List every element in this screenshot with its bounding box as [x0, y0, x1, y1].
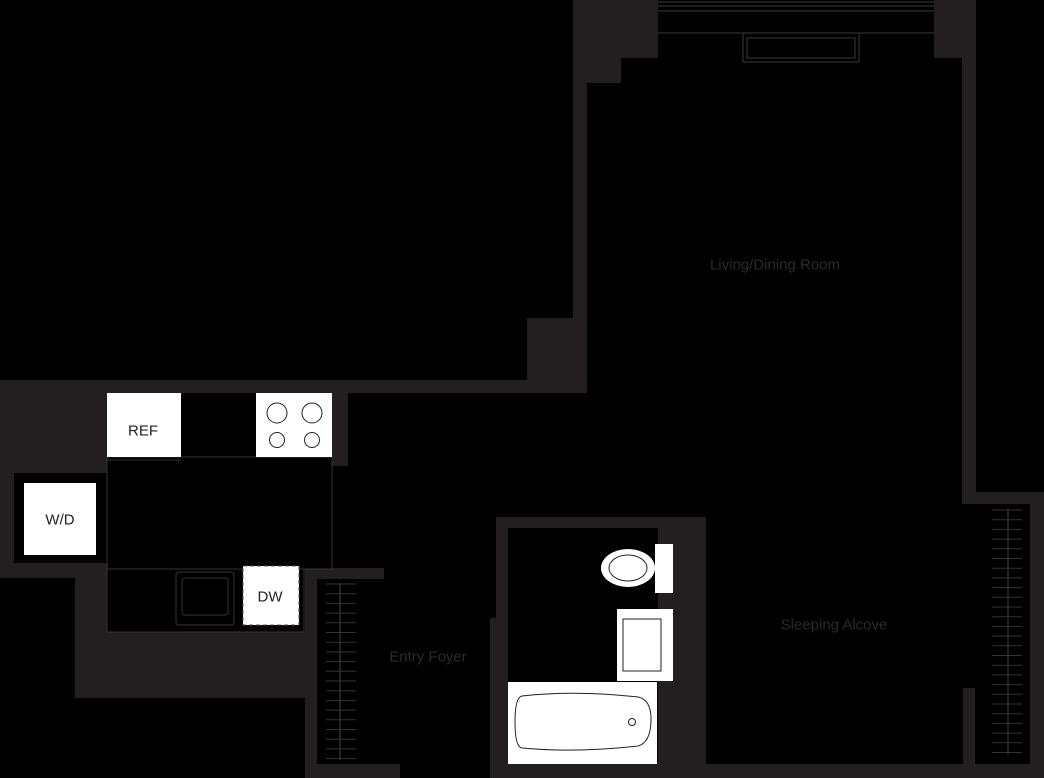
washer-dryer: [24, 483, 96, 555]
room-label-foyer: Entry Foyer: [389, 648, 467, 666]
refrigerator: [107, 393, 181, 457]
room-label-living: Living/Dining Room: [709, 256, 841, 274]
sink-vanity: [617, 609, 673, 681]
burner-icons: [266, 402, 323, 448]
window: [658, 1, 934, 63]
stove: [256, 393, 332, 457]
wd-label: W/D: [45, 511, 75, 529]
ref-label: REF: [128, 422, 158, 440]
room-label-sleeping: Sleeping Alcove: [780, 616, 888, 634]
sink: [175, 571, 235, 626]
bathtub: [508, 682, 657, 764]
bathroom: [508, 544, 673, 764]
kitchen: [24, 393, 333, 633]
dw-label: DW: [257, 588, 283, 606]
toilet-tank: [655, 544, 673, 593]
dishwasher: [242, 565, 300, 626]
